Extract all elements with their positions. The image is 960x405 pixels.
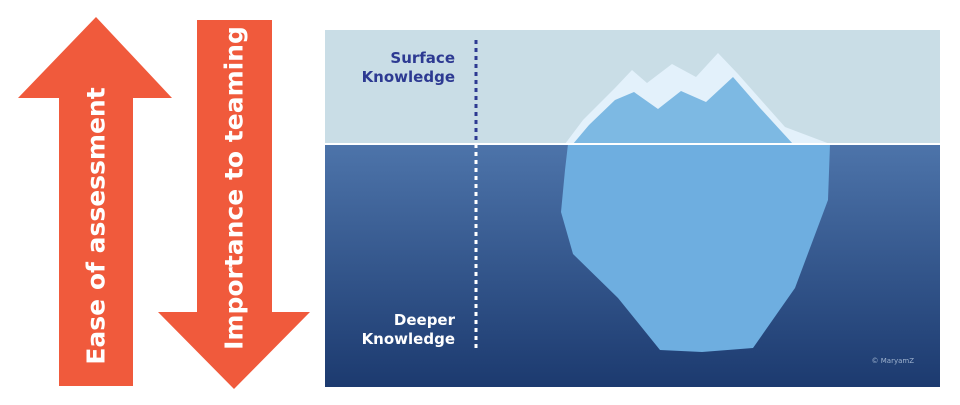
- iceberg-underwater: [561, 144, 830, 352]
- surface-knowledge-label: Surface Knowledge: [362, 49, 455, 87]
- deeper-line-1: Deeper: [393, 311, 455, 329]
- iceberg-panel: [325, 30, 940, 387]
- down-arrow-shape: [158, 20, 310, 389]
- deeper-knowledge-label: Deeper Knowledge: [362, 311, 455, 349]
- iceberg-labels: Surface Knowledge Deeper Knowledge © Mar…: [325, 30, 940, 387]
- deeper-line-2: Knowledge: [361, 330, 455, 348]
- iceberg-tip-inner: [573, 77, 793, 144]
- surface-line-1: Surface: [390, 49, 455, 67]
- surface-line-2: Knowledge: [361, 68, 455, 86]
- importance-to-teaming-label: Importance to teaming: [219, 26, 249, 350]
- ease-of-assessment-label: Ease of assessment: [81, 87, 111, 365]
- up-arrow-shape: [18, 17, 172, 386]
- watermark: © MaryamZ: [871, 357, 914, 365]
